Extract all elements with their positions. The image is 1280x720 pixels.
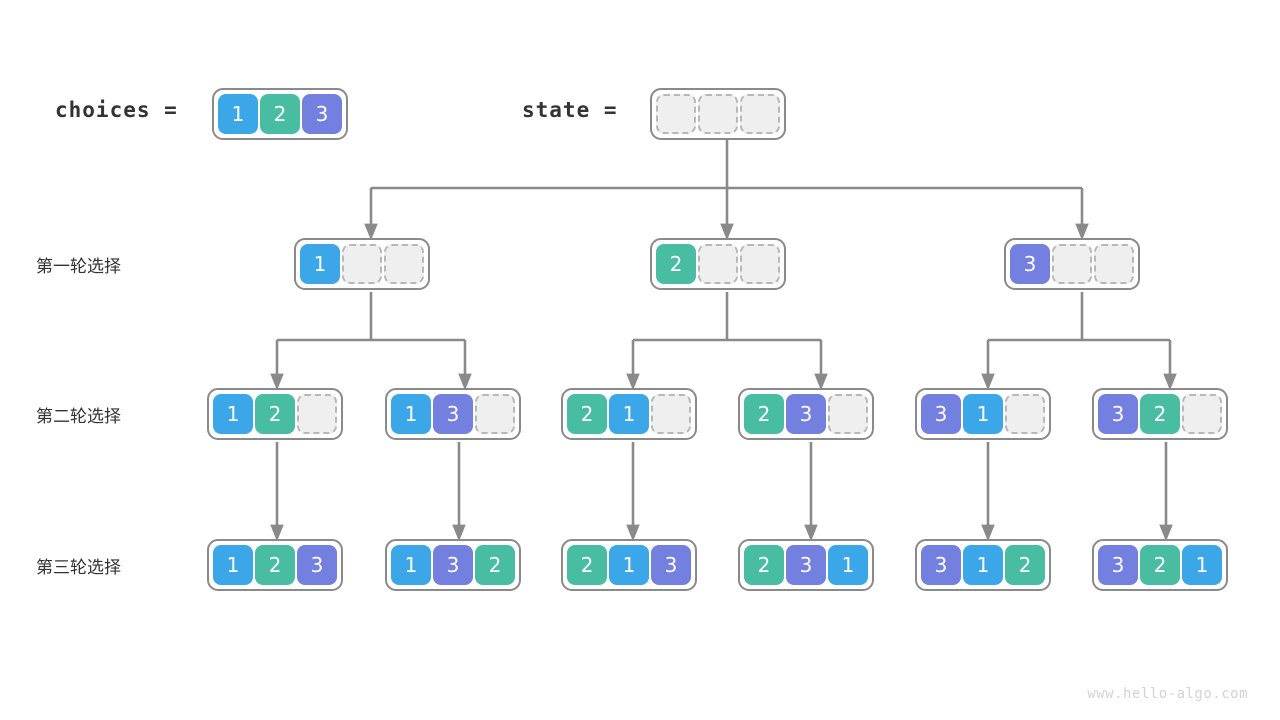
cell-value: 1 [300, 244, 340, 284]
tree-node-r2-c1: 1 3 [385, 388, 521, 440]
tree-node-r3-c5: 3 2 1 [1092, 539, 1228, 591]
tree-node-r2-c0: 1 2 [207, 388, 343, 440]
cell-empty [828, 394, 868, 434]
tree-node-r3-c2: 2 1 3 [561, 539, 697, 591]
cell-value: 3 [1010, 244, 1050, 284]
cell-value: 2 [475, 545, 515, 585]
tree-node-r1-c1: 2 [650, 238, 786, 290]
cell-value: 3 [1098, 545, 1138, 585]
choices-cell-0: 1 [218, 94, 258, 134]
tree-node-r2-c5: 3 2 [1092, 388, 1228, 440]
choices-array-node: 1 2 3 [212, 88, 348, 140]
cell-value: 3 [921, 394, 961, 434]
state-cell-1 [698, 94, 738, 134]
row-label-round-2: 第二轮选择 [36, 407, 121, 427]
tree-node-r2-c2: 2 1 [561, 388, 697, 440]
cell-empty [1182, 394, 1222, 434]
cell-empty [651, 394, 691, 434]
cell-value: 1 [963, 394, 1003, 434]
cell-value: 1 [609, 394, 649, 434]
cell-value: 1 [609, 545, 649, 585]
cell-empty [342, 244, 382, 284]
tree-node-r2-c3: 2 3 [738, 388, 874, 440]
state-label: state = [522, 98, 618, 122]
cell-value: 3 [1098, 394, 1138, 434]
state-array-node [650, 88, 786, 140]
cell-value: 1 [1182, 545, 1222, 585]
site-watermark: www.hello-algo.com [1087, 686, 1248, 702]
cell-empty [297, 394, 337, 434]
cell-value: 2 [744, 394, 784, 434]
cell-empty [1094, 244, 1134, 284]
cell-empty [384, 244, 424, 284]
cell-value: 3 [297, 545, 337, 585]
tree-node-r3-c0: 1 2 3 [207, 539, 343, 591]
tree-node-r1-c2: 3 [1004, 238, 1140, 290]
choices-cell-2: 3 [302, 94, 342, 134]
cell-value: 2 [656, 244, 696, 284]
choices-label: choices = [55, 98, 178, 122]
cell-value: 1 [391, 394, 431, 434]
cell-empty [698, 244, 738, 284]
cell-value: 2 [1140, 394, 1180, 434]
cell-empty [1052, 244, 1092, 284]
row-label-round-3: 第三轮选择 [36, 558, 121, 578]
tree-node-r1-c0: 1 [294, 238, 430, 290]
row-label-round-1: 第一轮选择 [36, 257, 121, 277]
cell-value: 2 [567, 394, 607, 434]
state-cell-2 [740, 94, 780, 134]
cell-value: 2 [255, 545, 295, 585]
cell-value: 2 [1005, 545, 1045, 585]
cell-value: 2 [744, 545, 784, 585]
cell-value: 1 [391, 545, 431, 585]
cell-value: 1 [828, 545, 868, 585]
cell-value: 3 [921, 545, 961, 585]
cell-value: 1 [963, 545, 1003, 585]
cell-value: 2 [255, 394, 295, 434]
cell-empty [1005, 394, 1045, 434]
cell-value: 3 [433, 394, 473, 434]
tree-node-r3-c3: 2 3 1 [738, 539, 874, 591]
choices-cell-1: 2 [260, 94, 300, 134]
cell-value: 1 [213, 394, 253, 434]
cell-value: 2 [1140, 545, 1180, 585]
tree-node-r3-c1: 1 3 2 [385, 539, 521, 591]
tree-node-r3-c4: 3 1 2 [915, 539, 1051, 591]
cell-value: 3 [651, 545, 691, 585]
cell-value: 3 [786, 394, 826, 434]
cell-empty [475, 394, 515, 434]
cell-value: 1 [213, 545, 253, 585]
cell-value: 3 [433, 545, 473, 585]
cell-empty [740, 244, 780, 284]
cell-value: 3 [786, 545, 826, 585]
cell-value: 2 [567, 545, 607, 585]
state-cell-0 [656, 94, 696, 134]
tree-node-r2-c4: 3 1 [915, 388, 1051, 440]
